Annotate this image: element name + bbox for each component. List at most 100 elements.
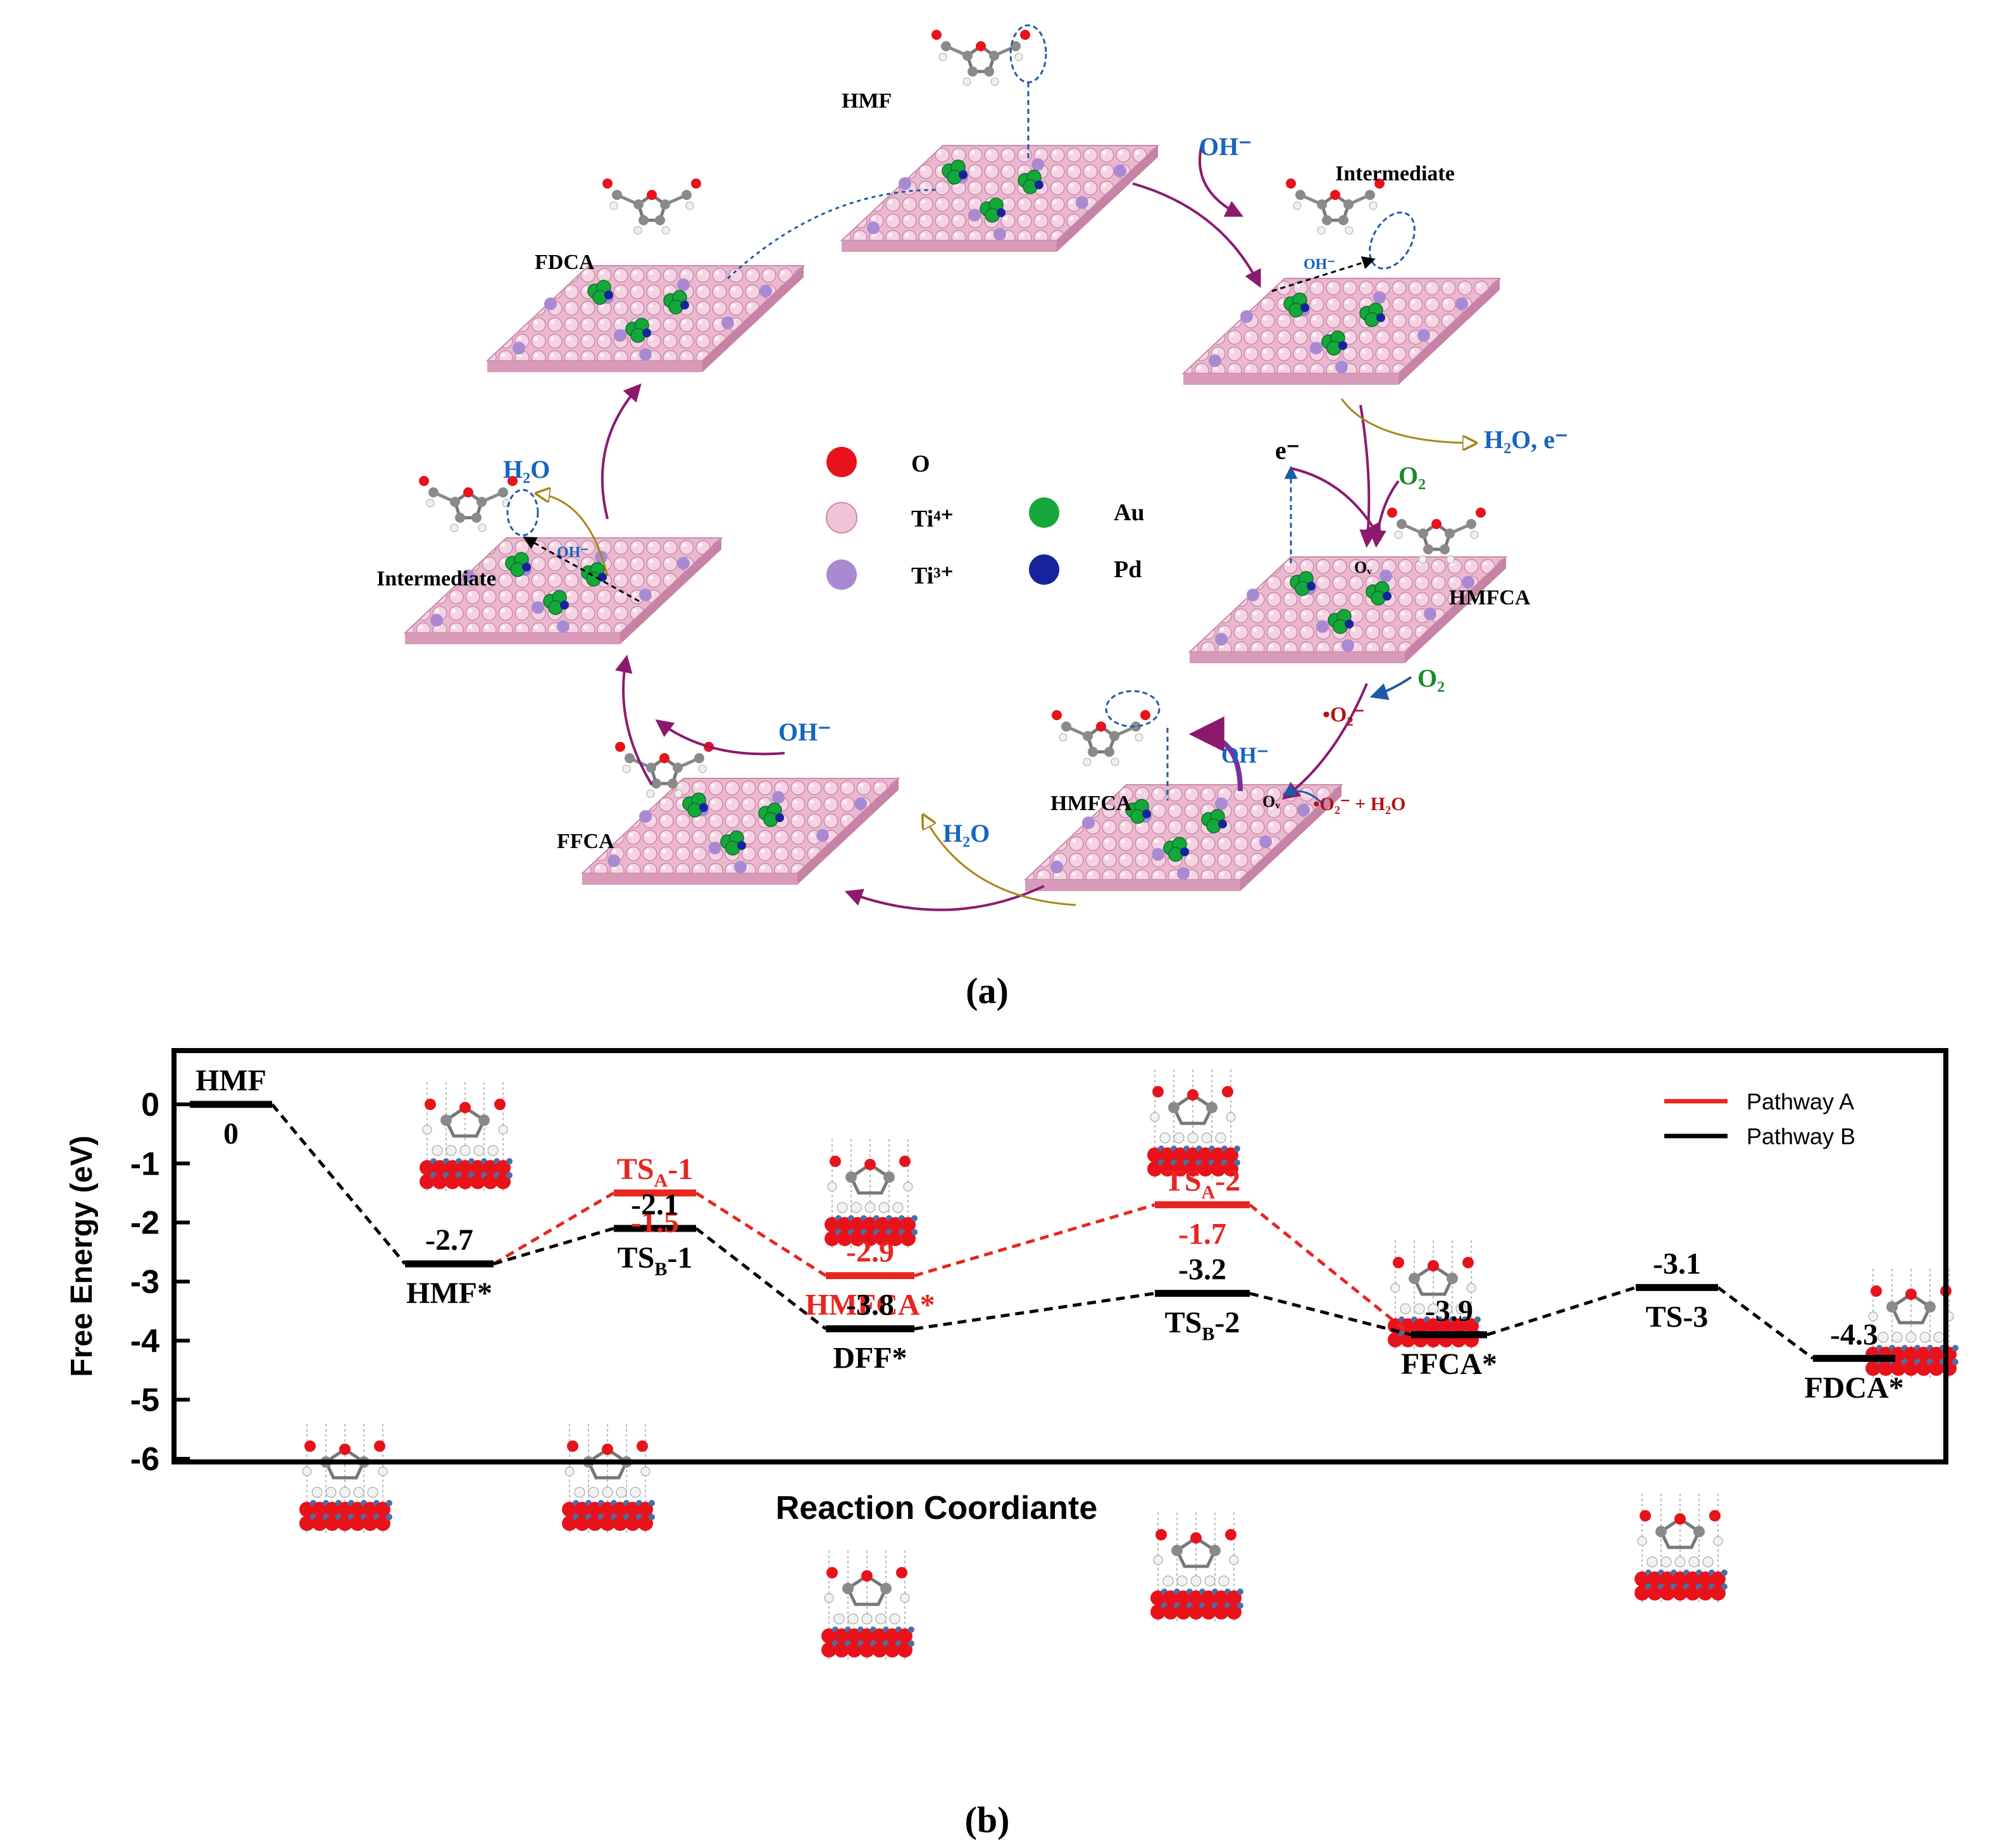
energy-levels — [190, 1101, 1895, 1362]
panel-b-free-energy-chart: 0-1-2-3-4-5-6 0HMF-2.7HMF*-1.5TSA-1-2.1T… — [65, 1048, 1959, 1840]
label-intermediate-left: Intermediate — [377, 567, 496, 590]
cycle-arrows — [601, 142, 1400, 911]
oh-attack-arrow-left — [523, 536, 640, 602]
legend-label-pathway-b: Pathway B — [1747, 1123, 1855, 1149]
molecule-hmfca-bottom — [1052, 710, 1150, 766]
caption-a: (a) — [966, 970, 1009, 1011]
connector-pathway-b — [695, 1227, 827, 1330]
x-axis-label: Reaction Coordiante — [776, 1490, 1098, 1526]
chart-legend: Pathway A Pathway B — [1664, 1089, 1855, 1149]
value-label-tsb1: -2.1 — [631, 1188, 679, 1221]
legend-swatch-ti4 — [826, 502, 857, 534]
slab-hmf — [841, 145, 1159, 253]
value-label-ffcastar: -3.9 — [1425, 1294, 1473, 1328]
highlight-ellipse-hmfca-bottom — [1105, 690, 1161, 728]
y-tick-label: -2 — [130, 1205, 159, 1242]
slab-hmfca-right — [1189, 556, 1507, 664]
legend-swatch-au — [1029, 497, 1059, 528]
species-oh-left: OH⁻ — [778, 718, 831, 746]
pathway-connectors — [271, 1103, 1814, 1360]
species-oh-small-left: OH⁻ — [557, 544, 588, 561]
structure-thumbnail — [299, 1424, 392, 1535]
caption-b: (b) — [965, 1799, 1010, 1840]
y-tick-label: -3 — [130, 1264, 159, 1301]
species-e-minus: e⁻ — [1275, 436, 1300, 465]
legend-label-pathway-a: Pathway A — [1747, 1089, 1854, 1114]
species-h2o-bottom: H₂O — [943, 819, 990, 847]
connector-pathway-b — [1249, 1292, 1412, 1337]
legend-swatch-pd — [1029, 554, 1059, 585]
value-label-hmfcastar: -2.9 — [846, 1235, 894, 1269]
superoxide-arrow — [1282, 784, 1324, 805]
highlight-ellipse-intermediate — [1369, 211, 1416, 270]
molecule-intermediate-left — [419, 476, 518, 532]
species-label-hmfcastar: HMFCA* — [805, 1289, 935, 1322]
adsorbed-structures — [299, 1070, 1959, 1661]
value-label-hmf: 0 — [223, 1117, 239, 1151]
legend-label-ti3: Ti³⁺ — [911, 563, 954, 589]
structure-thumbnail — [420, 1082, 513, 1193]
legend-label-pd: Pd — [1114, 556, 1142, 583]
molecule-fdca — [602, 178, 701, 234]
y-tick-label: -6 — [130, 1441, 159, 1478]
legend-swatch-o — [826, 447, 857, 477]
label-ffca: FFCA — [557, 830, 614, 853]
species-label-dffstar: DFF* — [833, 1342, 907, 1375]
y-tick-label: -5 — [130, 1382, 159, 1419]
label-hmfca-bottom: HMFCA — [1050, 792, 1132, 815]
oh-approach-arrow — [1188, 716, 1243, 792]
species-superoxide-h2o: •O₂⁻ + H₂O — [1313, 794, 1405, 815]
value-label-tsa2: -1.7 — [1178, 1218, 1226, 1251]
species-label-tsa1: TSA-1 — [617, 1152, 693, 1191]
legend-label-ti4: Ti⁴⁺ — [911, 506, 954, 532]
structure-thumbnail — [562, 1424, 655, 1535]
connector-pathway-a — [695, 1191, 827, 1277]
label-fdca: FDCA — [535, 251, 595, 274]
species-superoxide: •O₂⁻ — [1323, 703, 1365, 727]
species-o2-lower: O₂ — [1417, 664, 1445, 692]
species-label-hmf: HMF — [196, 1064, 266, 1097]
species-label-tsb2: TSB-2 — [1165, 1306, 1240, 1345]
value-label-ts3: -3.1 — [1653, 1247, 1701, 1280]
structure-thumbnail — [821, 1551, 914, 1661]
molecule-intermediate-right — [1286, 178, 1385, 234]
connector-pathway-b — [493, 1227, 614, 1266]
slab-fdca — [487, 265, 804, 373]
label-hmfca-right: HMFCA — [1449, 586, 1531, 609]
value-label-tsa1: -1.5 — [631, 1206, 679, 1239]
y-tick-label: -4 — [130, 1323, 159, 1359]
species-ov-right: Oᵥ — [1354, 558, 1372, 577]
species-oh-bottom: OH⁻ — [1221, 742, 1269, 768]
legend-label-o: O — [911, 451, 930, 477]
molecule-hmfca-right — [1387, 508, 1486, 563]
legend-swatch-ti3 — [826, 559, 857, 590]
structure-thumbnail — [1147, 1070, 1240, 1180]
o2-adsorption-arrow — [1369, 676, 1412, 701]
species-label-ts3: TS-3 — [1646, 1300, 1709, 1333]
y-axis-label: Free Energy (eV) — [65, 1135, 99, 1377]
y-tick-label: -1 — [130, 1146, 159, 1182]
label-hmf: HMF — [842, 89, 892, 113]
y-tick-label: 0 — [141, 1087, 159, 1123]
panel-a-reaction-cycle: HMF Intermediate HMFCA HMFCA FFCA Interm… — [377, 24, 1568, 1011]
connector-pathway-b — [1486, 1285, 1636, 1337]
structure-thumbnail — [825, 1139, 918, 1250]
species-label-fdcastar: FDCA* — [1804, 1371, 1903, 1404]
label-intermediate-right: Intermediate — [1335, 162, 1455, 185]
connector-pathway-a — [1249, 1203, 1412, 1336]
species-label-hmfstar: HMF* — [406, 1277, 492, 1310]
species-oh-small-right: OH⁻ — [1304, 256, 1335, 273]
byproduct-arrows — [538, 398, 1474, 906]
highlight-ellipse-intermediate-left — [506, 489, 539, 537]
value-label-fdcastar: -4.3 — [1830, 1318, 1878, 1351]
legend-label-au: Au — [1114, 499, 1145, 526]
cycle-closure-dotted — [726, 189, 937, 280]
value-label-tsb2: -3.2 — [1178, 1253, 1226, 1287]
connector-pathway-b — [271, 1103, 406, 1265]
connector-pathway-b — [1717, 1286, 1814, 1360]
slab-ffca — [582, 778, 899, 885]
slab-intermediate-right — [1183, 278, 1500, 385]
connector-pathway-b — [914, 1292, 1155, 1331]
atom-legend: O Ti⁴⁺ Ti³⁺ Au Pd — [826, 447, 1145, 590]
y-axis-ticks: 0 -1 -2 -3 -4 -5 -6 — [130, 1087, 190, 1478]
